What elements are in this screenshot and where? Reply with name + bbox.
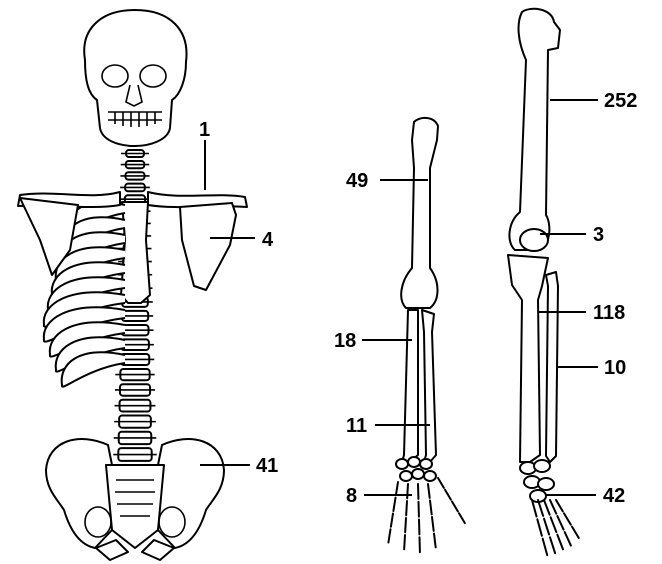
toe-bone: [550, 537, 555, 553]
carpal: [424, 471, 436, 481]
phalanx: [445, 490, 451, 500]
label-pelvis: 41: [256, 455, 278, 477]
axial-skeleton: [18, 10, 247, 560]
phalanx: [406, 501, 407, 515]
phalanx: [452, 502, 458, 512]
phalanx: [434, 534, 436, 548]
arm: [388, 118, 464, 552]
radius: [402, 310, 418, 462]
tibia: [508, 255, 548, 462]
phalanx: [405, 518, 406, 532]
toe-bone: [572, 527, 579, 538]
label-scapula: 4: [262, 229, 274, 251]
phalanx: [428, 484, 430, 498]
ulna: [422, 310, 436, 462]
phalanx: [438, 478, 444, 488]
phalanx: [393, 498, 395, 511]
carpal: [408, 457, 420, 467]
fibula: [546, 272, 558, 462]
tarsal: [534, 460, 550, 472]
leg: [508, 9, 579, 555]
phalanx: [407, 484, 408, 498]
phalanx: [459, 513, 465, 523]
phalanx: [388, 529, 390, 542]
humerus: [401, 118, 438, 308]
sternum: [121, 202, 150, 303]
toe-bone: [544, 500, 550, 515]
label-femur: 252: [604, 90, 637, 112]
label-humerus: 49: [346, 170, 368, 192]
label-clavicle: 1: [199, 119, 210, 141]
phalanx: [396, 482, 398, 495]
phalanx: [430, 501, 432, 515]
toe-bone: [544, 519, 549, 535]
toe-bone: [537, 519, 542, 535]
carpal: [412, 469, 424, 479]
label-hand: 8: [346, 485, 357, 507]
carpal: [396, 459, 408, 469]
toe-bone: [564, 513, 571, 524]
label-radius: 18: [334, 330, 356, 352]
toe-bone: [550, 500, 556, 514]
carpal: [400, 471, 412, 481]
phalanx: [432, 517, 434, 531]
scapula: [180, 203, 236, 290]
label-fibula: 10: [604, 357, 626, 379]
patella: [520, 229, 548, 251]
label-tibia: 118: [593, 302, 625, 324]
phalanx: [391, 514, 393, 527]
label-ulna: 11: [346, 415, 367, 437]
phalanx: [404, 535, 405, 549]
toe-bone: [557, 535, 563, 550]
femur: [509, 9, 560, 250]
toe-bone: [556, 500, 563, 511]
toe-bone: [565, 532, 571, 546]
foot: [520, 460, 579, 555]
skull: [84, 10, 186, 146]
label-foot: 42: [603, 485, 625, 507]
hand: [388, 457, 464, 552]
tarsal: [538, 478, 554, 490]
label-patella: 3: [593, 224, 604, 246]
toe-bone: [551, 517, 557, 532]
toe-bone: [543, 539, 548, 555]
toe-bone: [557, 516, 563, 530]
carpal: [420, 459, 432, 469]
